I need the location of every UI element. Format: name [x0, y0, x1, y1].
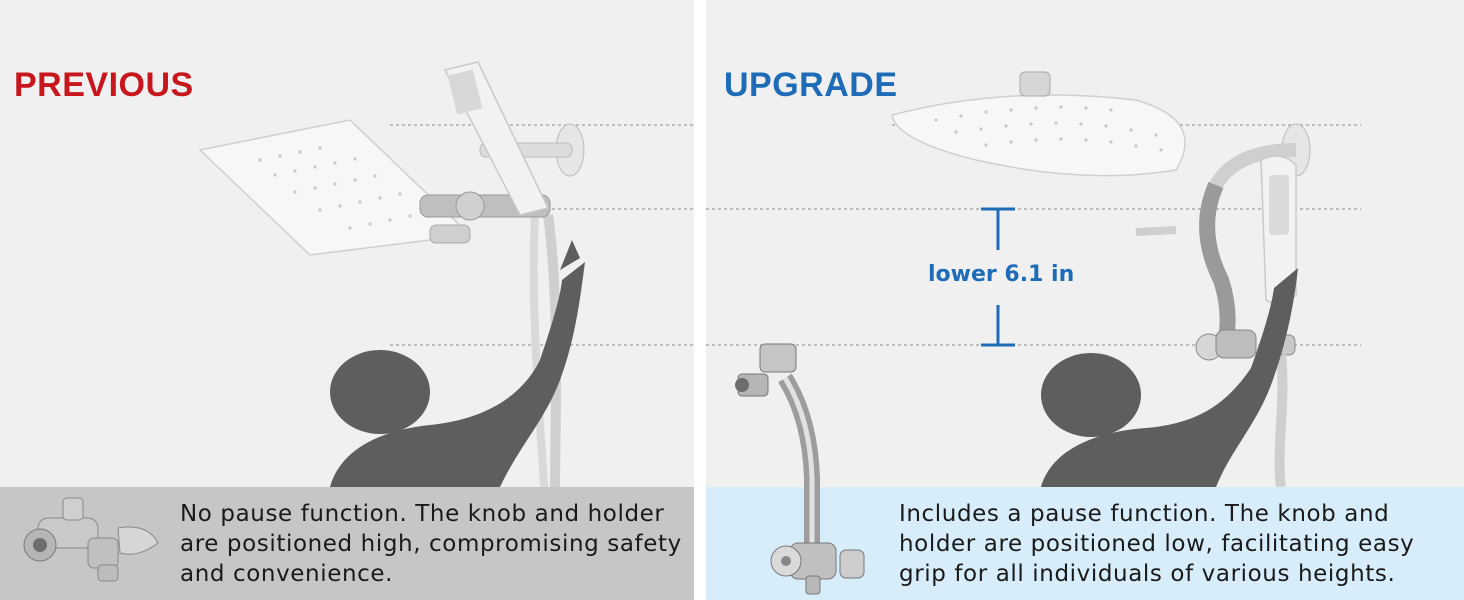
handheld-nozzle-face: [447, 69, 483, 115]
previous-title: PREVIOUS: [14, 66, 194, 104]
rain-head-nozzles: [258, 146, 432, 230]
measure-bracket: [981, 207, 1015, 347]
child-silhouette: [330, 240, 585, 487]
head-mount: [1019, 71, 1051, 97]
diverter-body: [1215, 329, 1257, 359]
rain-shower-head: [891, 94, 1186, 177]
previous-caption-bar: No pause function. The knob and holder a…: [0, 487, 694, 600]
height-difference-label: lower 6.1 in: [928, 262, 1075, 287]
previous-panel: PREVIOUS No pause function. The knob and…: [0, 0, 694, 600]
rain-head-nozzles: [934, 105, 1163, 152]
extension-arm: [1135, 226, 1177, 236]
upgrade-title: UPGRADE: [724, 66, 898, 104]
panel-divider: [694, 0, 706, 600]
curved-extension-pipe: [1199, 181, 1236, 342]
upgrade-panel: UPGRADE lower 6.1 in Includes a pause fu…: [706, 0, 1464, 600]
upgrade-caption-bar: [706, 487, 1464, 600]
upgrade-shower-illustration: [706, 71, 1361, 488]
old-diverter-icon: [23, 497, 159, 582]
shower-hose-2: [529, 214, 549, 501]
arm-joint: [429, 224, 471, 244]
shower-arm: [1209, 143, 1297, 189]
child-silhouette: [1041, 268, 1298, 487]
upgrade-caption: Includes a pause function. The knob and …: [899, 501, 1415, 587]
shower-hose: [1274, 354, 1288, 488]
new-diverter-extension-icon: [735, 343, 865, 595]
previous-shower-illustration: [198, 61, 694, 501]
previous-caption: No pause function. The knob and holder a…: [180, 501, 682, 587]
handheld-nozzle-face: [1269, 175, 1289, 235]
diverter-knob: [455, 191, 485, 221]
